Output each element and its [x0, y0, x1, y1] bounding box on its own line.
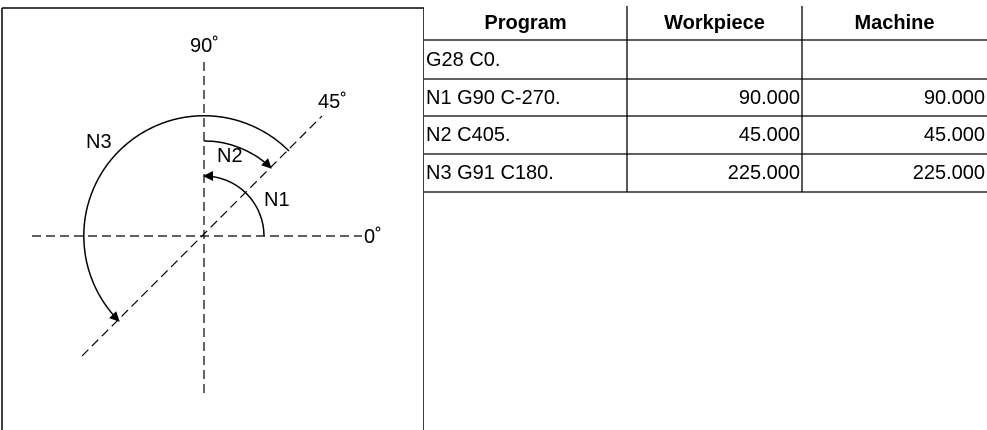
n2-arc-arrow [203, 140, 272, 169]
cell-program: N2 C405. [426, 124, 511, 146]
table-row: N1 G90 C-270. 90.000 90.000 [424, 81, 987, 115]
table-row: G28 C0. [424, 43, 987, 77]
cell-workpiece [627, 43, 802, 77]
cell-workpiece: 45.000 [738, 124, 800, 146]
cell-program: N3 G91 C180. [426, 162, 554, 184]
label-n2: N2 [217, 145, 243, 167]
table-row: N2 C405. 45.000 45.000 [424, 118, 987, 152]
label-n1: N1 [264, 189, 290, 211]
cell-machine: 225.000 [912, 162, 985, 184]
cell-machine [802, 43, 987, 77]
cell-machine: 90.000 [923, 87, 985, 109]
table-header-row: Program Workpiece Machine [424, 6, 987, 40]
label-90-degrees: 90˚ [190, 35, 219, 57]
rotation-diagram-svg: 90˚ 45˚ 0˚ N1 N2 N3 [1, 7, 424, 430]
cell-workpiece: 90.000 [738, 87, 800, 109]
label-n3: N3 [86, 131, 112, 153]
cell-program: G28 C0. [426, 49, 501, 71]
label-0-degrees: 0˚ [364, 226, 382, 248]
cell-machine: 45.000 [923, 124, 985, 146]
header-program: Program [484, 12, 567, 34]
rotation-diagram: 90˚ 45˚ 0˚ N1 N2 N3 [0, 0, 424, 430]
header-workpiece: Workpiece [664, 12, 765, 34]
n3-arc-arrow [83, 115, 290, 322]
label-45-degrees: 45˚ [318, 91, 347, 113]
table-grid [424, 6, 987, 193]
n1-arc-arrow [203, 171, 265, 237]
header-machine: Machine [854, 12, 935, 34]
diagonal-axis-45 [81, 115, 323, 357]
cell-workpiece: 225.000 [727, 162, 800, 184]
table-row: N3 G91 C180. 225.000 225.000 [424, 156, 987, 190]
cell-program: N1 G90 C-270. [426, 87, 561, 109]
